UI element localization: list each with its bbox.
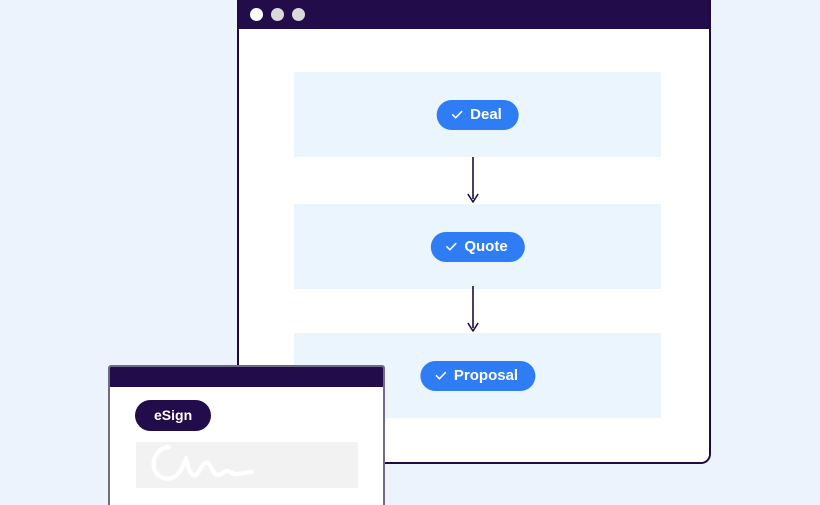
- workflow-step-row-quote: Quote: [294, 204, 661, 289]
- close-dot[interactable]: [250, 8, 263, 21]
- esign-window-body: eSign: [110, 387, 383, 505]
- workflow-step-badge-quote[interactable]: Quote: [430, 231, 525, 262]
- esign-badge-label: eSign: [154, 407, 193, 423]
- minimize-dot[interactable]: [271, 8, 284, 21]
- workflow-step-label: Proposal: [453, 366, 519, 384]
- check-icon: [435, 371, 446, 380]
- maximize-dot[interactable]: [292, 8, 305, 21]
- esign-window-titlebar: [110, 367, 383, 387]
- check-icon: [451, 110, 462, 119]
- workflow-step-label: Quote: [464, 237, 508, 255]
- arrow-deal-to-quote-icon: [467, 157, 479, 203]
- workflow-step-row-deal: Deal: [294, 72, 661, 157]
- workflow-step-label: Deal: [470, 105, 502, 123]
- signature-field[interactable]: [136, 442, 358, 488]
- workflow-step-badge-proposal[interactable]: Proposal: [419, 360, 536, 391]
- esign-badge[interactable]: eSign: [135, 400, 212, 431]
- check-icon: [445, 242, 457, 251]
- arrow-quote-to-proposal-icon: [467, 286, 479, 332]
- workflow-window-titlebar: [239, 0, 709, 29]
- workflow-step-badge-deal[interactable]: Deal: [436, 99, 519, 130]
- esign-window: eSign: [108, 365, 385, 505]
- signature-scribble-icon: [151, 444, 255, 481]
